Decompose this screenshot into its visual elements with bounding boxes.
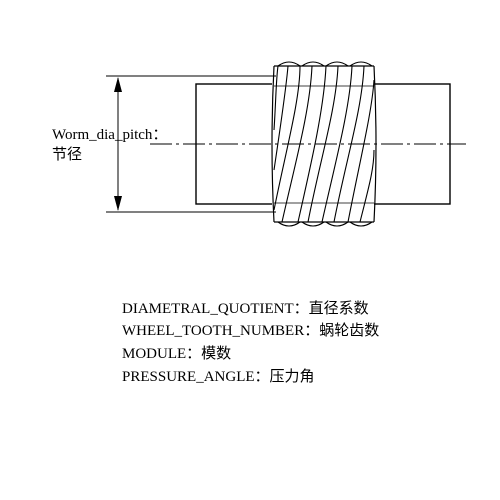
thread-flight	[297, 65, 327, 223]
dimension-arrow-bottom	[114, 196, 122, 211]
thread-flight	[321, 65, 353, 223]
dimension-arrow-top	[114, 77, 122, 92]
thread-flight	[281, 65, 313, 223]
thread-flight	[307, 65, 339, 223]
thread-flight	[273, 65, 301, 211]
thread-flights	[273, 65, 375, 223]
param-wheel-tooth-number: WHEEL_TOOTH_NUMBER：蜗轮齿数	[122, 323, 380, 339]
thread-crest-arcs	[277, 61, 373, 227]
thread-flight	[273, 65, 289, 171]
thread-flight	[273, 65, 279, 131]
thread-left-end	[271, 65, 275, 223]
param-module: MODULE：模数	[122, 346, 232, 362]
param-pressure-angle: PRESSURE_ANGLE：压力角	[122, 369, 315, 385]
thread-flight	[359, 149, 375, 223]
pitch-diameter-label: Worm_dia_pitch：	[52, 127, 168, 143]
param-diametral-quotient: DIAMETRAL_QUOTIENT：直径系数	[122, 301, 369, 317]
thread-flight	[347, 79, 375, 223]
pitch-diameter-label-cn: 节径	[52, 147, 83, 163]
thread-flight	[333, 65, 365, 223]
